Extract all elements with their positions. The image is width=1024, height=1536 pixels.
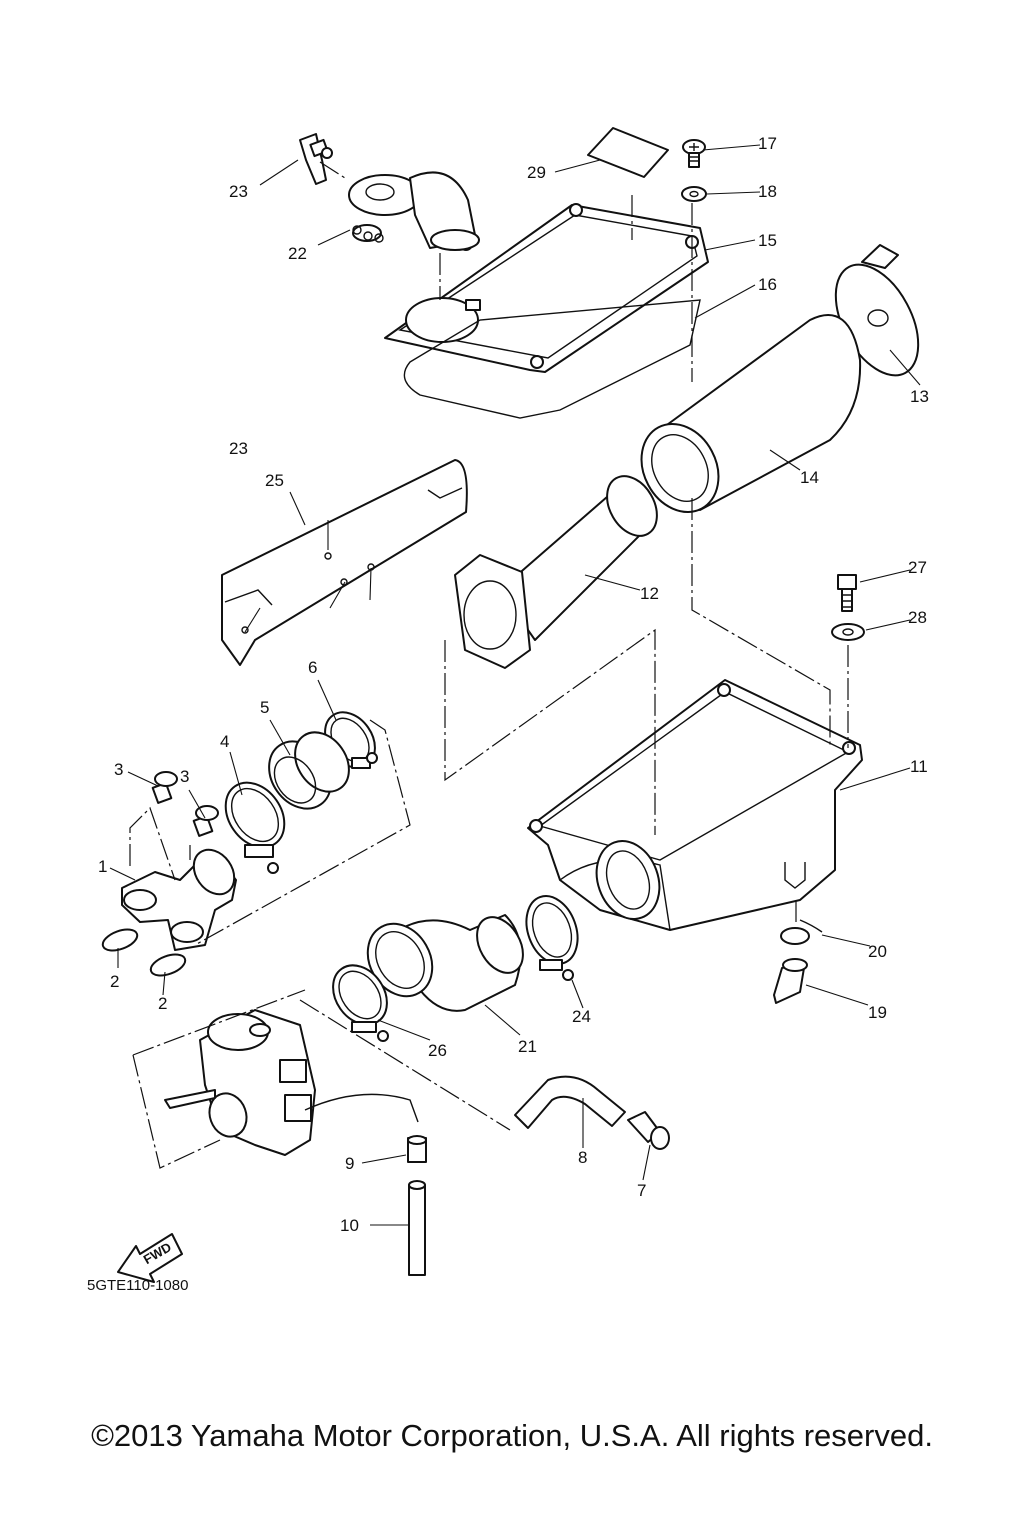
callout-4: 4 [220, 732, 229, 751]
part-28-washer [831, 623, 865, 641]
callout-18: 18 [758, 182, 777, 201]
part-11-airbox [527, 679, 863, 931]
callout-9: 9 [345, 1154, 354, 1173]
callout-23: 23 [229, 182, 248, 201]
callout-19: 19 [868, 1003, 887, 1022]
part-1-manifold [121, 848, 237, 951]
callout-16: 16 [758, 275, 777, 294]
callout-6: 6 [308, 658, 317, 677]
part-23-joint [299, 133, 333, 185]
part-26-clamp [332, 964, 389, 1042]
callout-5: 5 [260, 698, 269, 717]
callout-1: 1 [98, 857, 107, 876]
part-19-drain [773, 958, 808, 1004]
callout-3: 3 [180, 767, 189, 786]
part-25-sheet [221, 459, 468, 666]
leader-lines [109, 144, 921, 1226]
part-4-clamp [224, 781, 286, 874]
part-29-label [587, 127, 669, 178]
part-12-guide [454, 475, 658, 669]
callout-22: 22 [288, 244, 307, 263]
part-20-clip [780, 919, 823, 945]
part-2-oring [101, 928, 139, 952]
callout-25: 25 [265, 471, 284, 490]
part-14-filter [640, 314, 862, 513]
callout-21: 21 [518, 1037, 537, 1056]
callout-26: 26 [428, 1041, 447, 1060]
callout-28: 28 [908, 608, 927, 627]
callout-7: 7 [637, 1181, 646, 1200]
part-16-gasket [403, 299, 701, 419]
callout-23: 23 [229, 439, 248, 458]
callout-8: 8 [578, 1148, 587, 1167]
callout-17: 17 [758, 134, 777, 153]
part-15-cover [384, 203, 709, 373]
callout-29: 29 [527, 163, 546, 182]
callouts: 1 2 2 3 3 4 5 6 7 8 9 10 11 12 13 14 15 … [98, 134, 929, 1235]
part-3-bolt [151, 771, 178, 804]
assembly-lines [129, 161, 849, 1169]
part-7-plug [627, 1111, 670, 1150]
fwd-arrow-icon: FWD [117, 1233, 183, 1283]
part-24-clamp [525, 895, 579, 981]
part-22-inlet [348, 171, 480, 251]
callout-15: 15 [758, 231, 777, 250]
callout-20: 20 [868, 942, 887, 961]
callout-3: 3 [114, 760, 123, 779]
part-3-bolt [192, 805, 219, 837]
callout-14: 14 [800, 468, 819, 487]
part-10-tube [408, 1180, 426, 1276]
callout-11: 11 [910, 757, 928, 776]
drawing-code: 5GTE110-1080 [87, 1277, 188, 1294]
part-21-joint [366, 914, 524, 1012]
part-27-bolt [837, 574, 857, 612]
part-2-oring [149, 953, 187, 977]
callout-2: 2 [110, 972, 119, 991]
part-18-washer [681, 186, 707, 202]
part-5-joint [268, 731, 350, 810]
part-8-hose [514, 1075, 626, 1129]
callout-27: 27 [908, 558, 927, 577]
copyright-notice: ©2013 Yamaha Motor Corporation, U.S.A. A… [91, 1418, 933, 1453]
part-17-screw [682, 139, 706, 168]
carburetor [164, 1009, 419, 1156]
callout-12: 12 [640, 584, 659, 603]
callout-2: 2 [158, 994, 167, 1013]
callout-24: 24 [572, 1007, 591, 1026]
callout-10: 10 [340, 1216, 359, 1235]
part-9-fitting [407, 1135, 427, 1163]
callout-13: 13 [910, 387, 929, 406]
